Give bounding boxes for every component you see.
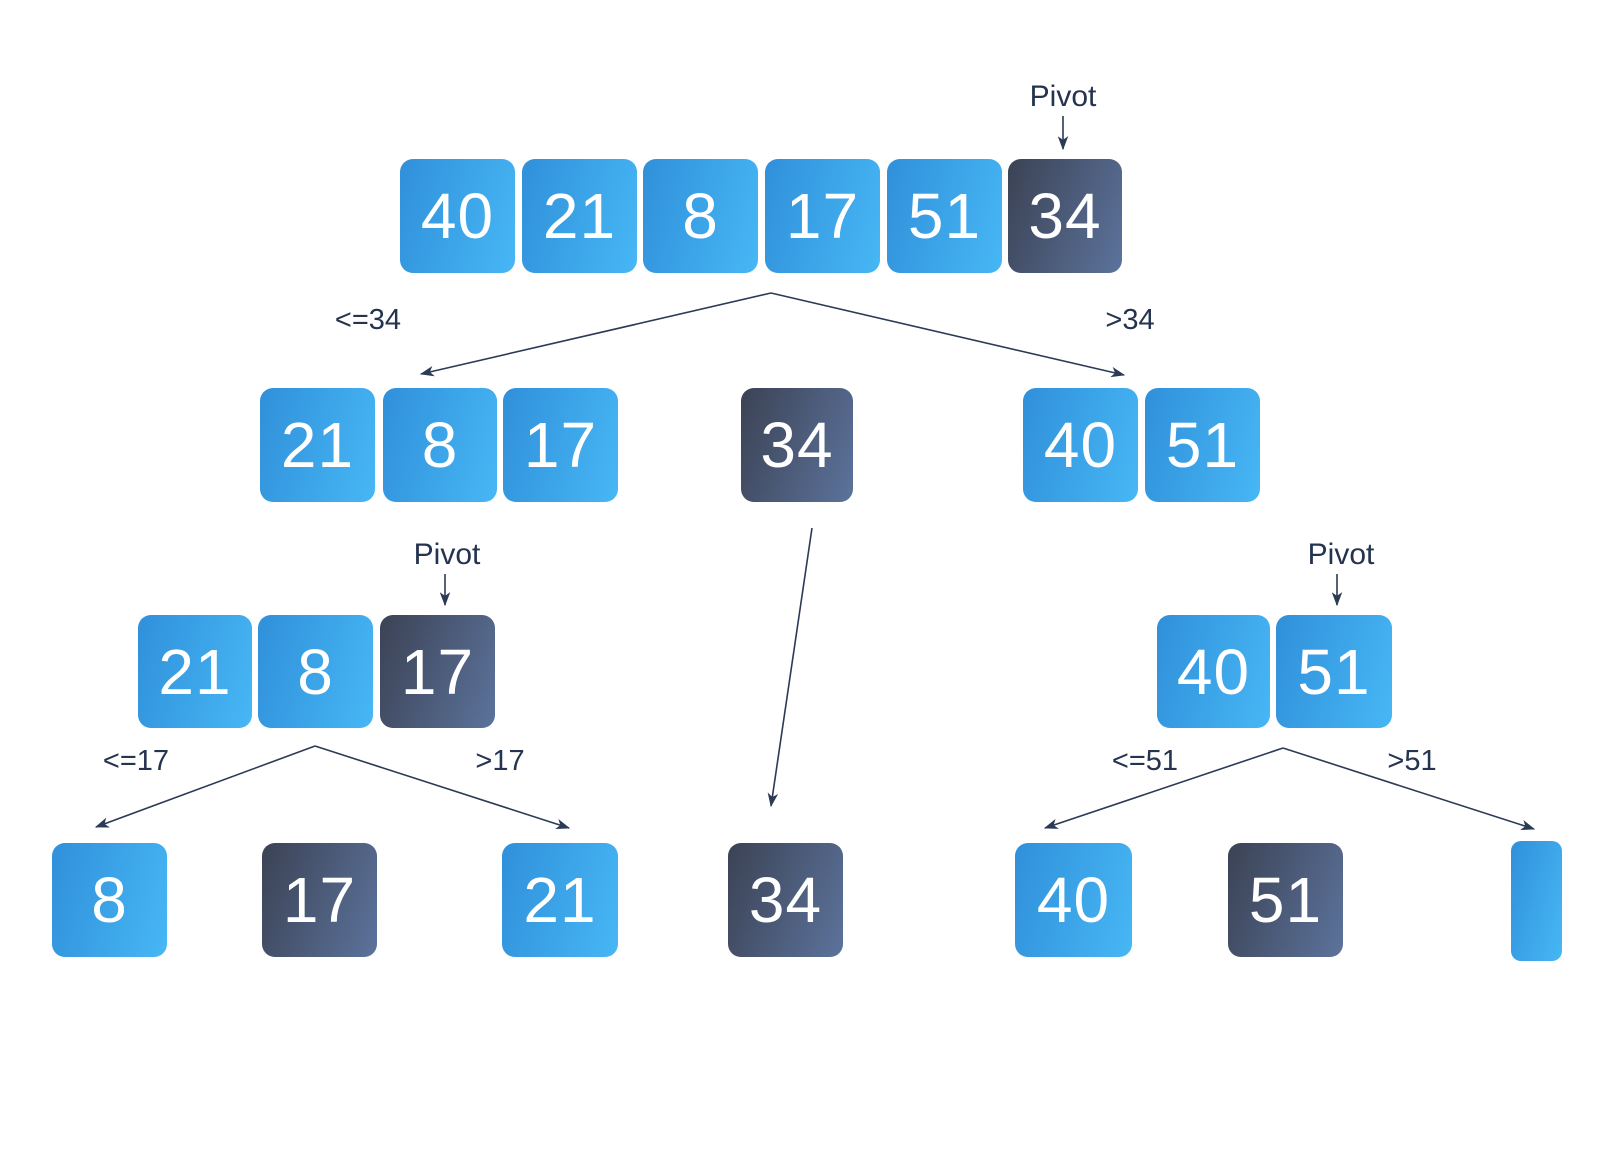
row3-pivot-box-17: 17	[380, 615, 495, 728]
row3-pivot-box-51: 51	[1276, 615, 1392, 728]
box-value: 17	[523, 409, 598, 481]
box-value: 40	[1176, 635, 1251, 708]
branch-label-lte34: <=34	[334, 304, 402, 336]
row2-pivot-box-34: 34	[741, 388, 853, 502]
box-value: 51	[1297, 635, 1371, 708]
box-value: 21	[523, 864, 597, 936]
box-value: 40	[420, 180, 495, 252]
row1-pivot-box-34: 34	[1008, 159, 1122, 273]
box-value: 34	[1028, 180, 1102, 252]
row4-box-8: 8	[52, 843, 167, 957]
row1-box-51: 51	[887, 159, 1002, 273]
box-value: 40	[1043, 409, 1118, 481]
row4-box-40: 40	[1015, 843, 1132, 957]
box-value: 8	[297, 635, 334, 708]
box-value: 21	[280, 409, 355, 481]
branch-label-lte17: <=17	[102, 745, 170, 777]
box-value: 8	[682, 180, 719, 252]
row2-box-40: 40	[1023, 388, 1138, 502]
box-value: 51	[1248, 864, 1323, 936]
box-value: 34	[760, 409, 834, 481]
pivot-label-top: Pivot	[1029, 80, 1097, 113]
row4-box-21: 21	[502, 843, 618, 957]
branch-line-root-right	[770, 292, 1126, 378]
box-value: 51	[907, 180, 982, 252]
box-value: 34	[748, 864, 823, 936]
pivot-label-left: Pivot	[413, 538, 481, 571]
row1-box-21: 21	[522, 159, 637, 273]
row3-box-8: 8	[258, 615, 373, 728]
row2-box-17: 17	[503, 388, 618, 502]
box-value: 51	[1165, 409, 1240, 481]
row1-box-40: 40	[400, 159, 515, 273]
row2-box-51: 51	[1145, 388, 1260, 502]
row4-empty-box	[1511, 841, 1562, 961]
branch-label-lte51: <=51	[1111, 745, 1179, 777]
branch-label-gt17: >17	[475, 745, 525, 777]
branch-line-root-left	[419, 292, 772, 377]
box-value: 21	[158, 635, 232, 708]
box-value: 21	[542, 180, 617, 252]
box-value: 17	[785, 180, 860, 252]
row4-box-51: 51	[1228, 843, 1343, 957]
branch-label-gt34: >34	[1105, 304, 1155, 336]
branch-label-gt51: >51	[1387, 745, 1437, 777]
box-value: 40	[1036, 864, 1111, 936]
branch-line-pivot34-down	[767, 527, 813, 808]
row4-box-34: 34	[728, 843, 843, 957]
box-value: 8	[421, 409, 459, 481]
row1-box-17: 17	[765, 159, 880, 273]
row1-box-8: 8	[643, 159, 758, 273]
row2-box-21: 21	[260, 388, 375, 502]
row2-box-8: 8	[383, 388, 497, 502]
box-value: 8	[91, 864, 128, 936]
row4-box-17: 17	[262, 843, 377, 957]
box-value: 17	[400, 635, 475, 708]
row3-box-40: 40	[1157, 615, 1270, 728]
pivot-label-right: Pivot	[1307, 538, 1375, 571]
row3-box-21: 21	[138, 615, 252, 728]
box-value: 17	[282, 864, 357, 936]
branch-line-left-subtree-right	[314, 745, 571, 830]
